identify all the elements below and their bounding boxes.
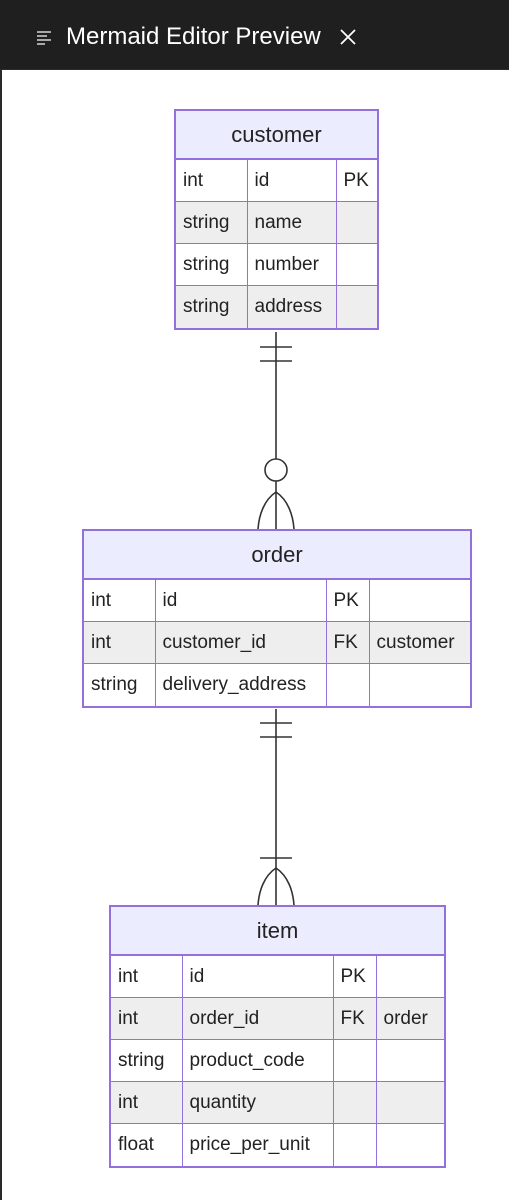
entity-customer: customer int id PK string name string nu… (174, 109, 379, 330)
table-row: int order_id FK order (111, 997, 444, 1040)
attribute-reference (368, 579, 470, 622)
entity-title: order (84, 531, 470, 579)
attribute-key: FK (325, 621, 370, 664)
attribute-type: int (111, 1081, 183, 1124)
attribute-name: id (154, 579, 327, 622)
attribute-table: int id PK string name string number stri… (176, 159, 377, 328)
crows-foot-left (257, 491, 277, 530)
crows-foot-left (257, 867, 277, 906)
entity-title: customer (176, 111, 377, 159)
attribute-name: delivery_address (154, 663, 327, 706)
attribute-key (335, 243, 377, 286)
attribute-name: quantity (181, 1081, 334, 1124)
attribute-reference (375, 1039, 444, 1082)
attribute-type: string (84, 663, 156, 706)
attribute-reference (375, 1123, 444, 1166)
table-row: string product_code (111, 1039, 444, 1082)
attribute-name: number (246, 243, 337, 286)
table-row: int quantity (111, 1081, 444, 1124)
attribute-key (335, 285, 377, 328)
cardinality-zero-circle (264, 458, 288, 482)
attribute-type: int (111, 997, 183, 1040)
attribute-name: id (181, 955, 334, 998)
attribute-table: int id PK int order_id FK order string p… (111, 955, 444, 1166)
attribute-reference (375, 955, 444, 998)
attribute-type: int (176, 159, 248, 202)
relationship-customer-order (257, 332, 295, 530)
attribute-key (332, 1081, 377, 1124)
entity-order: order int id PK int customer_id FK custo… (82, 529, 472, 708)
attribute-type: string (176, 243, 248, 286)
table-row: string address (176, 285, 377, 328)
attribute-key (325, 663, 370, 706)
attribute-name: address (246, 285, 337, 328)
attribute-type: string (176, 285, 248, 328)
entity-item: item int id PK int order_id FK order str… (109, 905, 446, 1168)
attribute-name: order_id (181, 997, 334, 1040)
attribute-type: int (84, 579, 156, 622)
crows-foot-right (275, 491, 295, 530)
table-row: int id PK (84, 579, 470, 622)
table-row: int id PK (111, 955, 444, 998)
attribute-key (332, 1039, 377, 1082)
table-row: float price_per_unit (111, 1123, 444, 1166)
attribute-type: int (84, 621, 156, 664)
relationship-order-item (257, 709, 295, 906)
editor-title-bar: Mermaid Editor Preview (0, 0, 509, 70)
attribute-name: name (246, 201, 337, 244)
diagram-canvas: customer int id PK string name string nu… (0, 70, 509, 1200)
window-title: Mermaid Editor Preview (66, 23, 321, 50)
close-icon[interactable] (337, 26, 359, 48)
attribute-table: int id PK int customer_id FK customer st… (84, 579, 470, 706)
attribute-reference: customer (368, 621, 470, 664)
table-row: int customer_id FK customer (84, 621, 470, 664)
attribute-key: PK (332, 955, 377, 998)
attribute-type: string (111, 1039, 183, 1082)
attribute-key: FK (332, 997, 377, 1040)
attribute-reference: order (375, 997, 444, 1040)
crows-foot-right (275, 867, 295, 906)
table-row: string number (176, 243, 377, 286)
entity-title: item (111, 907, 444, 955)
attribute-reference (368, 663, 470, 706)
relationship-lines (257, 332, 295, 906)
attribute-name: customer_id (154, 621, 327, 664)
menu-lines-icon (37, 31, 51, 45)
table-row: string delivery_address (84, 663, 470, 706)
attribute-reference (375, 1081, 444, 1124)
attribute-key (332, 1123, 377, 1166)
